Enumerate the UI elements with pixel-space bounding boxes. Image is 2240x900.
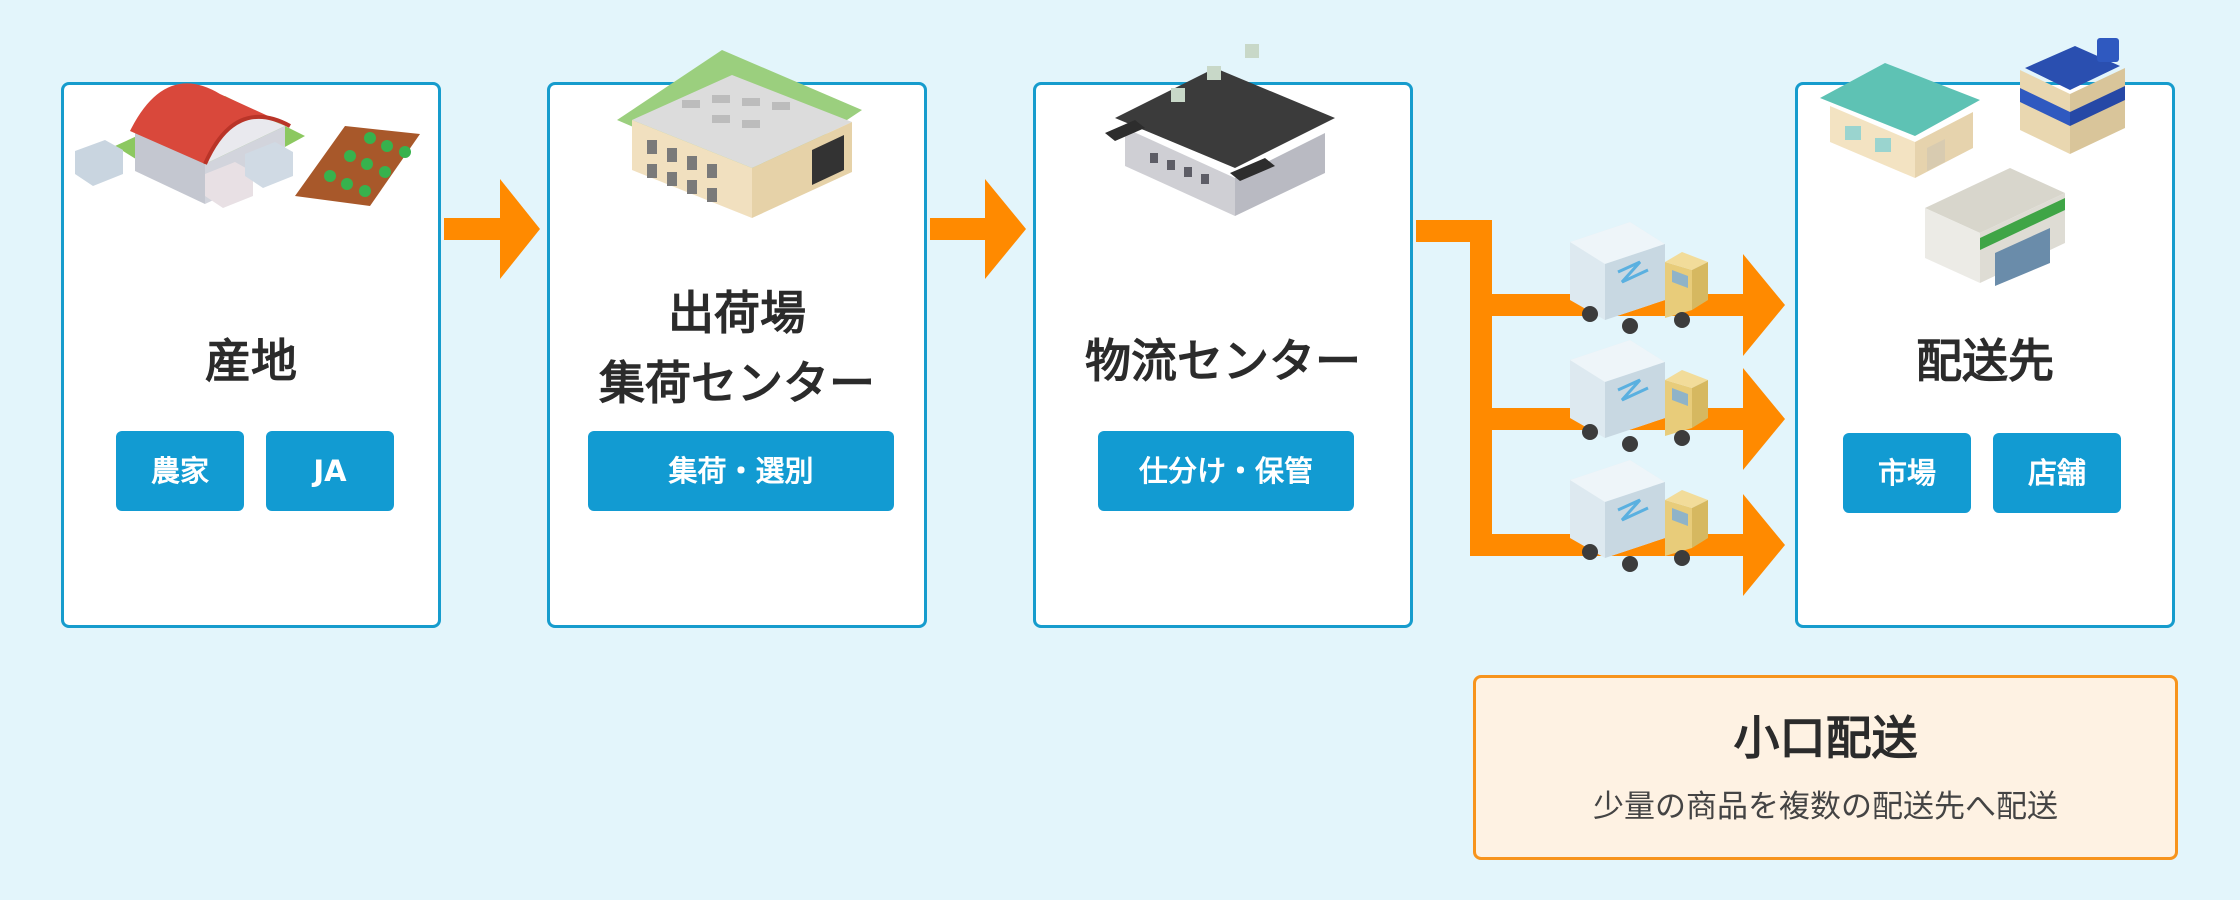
arrow-collection-to-logistics <box>930 179 1026 279</box>
note-subtitle: 少量の商品を複数の配送先へ配送 <box>1593 789 2058 825</box>
stage-origin-title: 産地 <box>205 334 297 388</box>
tag-market: 市場 <box>1843 433 1971 513</box>
farm-barn-and-field-icon <box>75 83 420 208</box>
note-title: 小口配送 <box>1733 711 1918 765</box>
tag-collect-sort: 集荷・選別 <box>588 431 894 511</box>
delivery-truck-icon <box>1570 222 1708 334</box>
small-lot-delivery-note: 小口配送 少量の商品を複数の配送先へ配送 <box>1473 675 2178 860</box>
delivery-truck-icon <box>1570 460 1708 572</box>
tag-farmer: 農家 <box>116 431 244 511</box>
delivery-truck-icon <box>1570 340 1708 452</box>
stage-destination-title: 配送先 <box>1916 334 2054 388</box>
stage-collection-title-line1: 出荷場 <box>668 286 806 340</box>
market-stores-icon <box>1820 38 2125 286</box>
arrow-origin-to-collection <box>444 179 540 279</box>
stage-logistics-title: 物流センター <box>1085 334 1361 388</box>
warehouse-icon <box>1105 44 1335 216</box>
stage-destination: 配送先 市場 店舗 <box>1795 82 2175 628</box>
stage-collection-title-line2: 集荷センター <box>599 356 875 410</box>
tag-sort-store: 仕分け・保管 <box>1098 431 1354 511</box>
tag-store: 店舗 <box>1993 433 2121 513</box>
shipping-facility-icon <box>617 50 862 218</box>
tag-ja: JA <box>266 431 394 511</box>
